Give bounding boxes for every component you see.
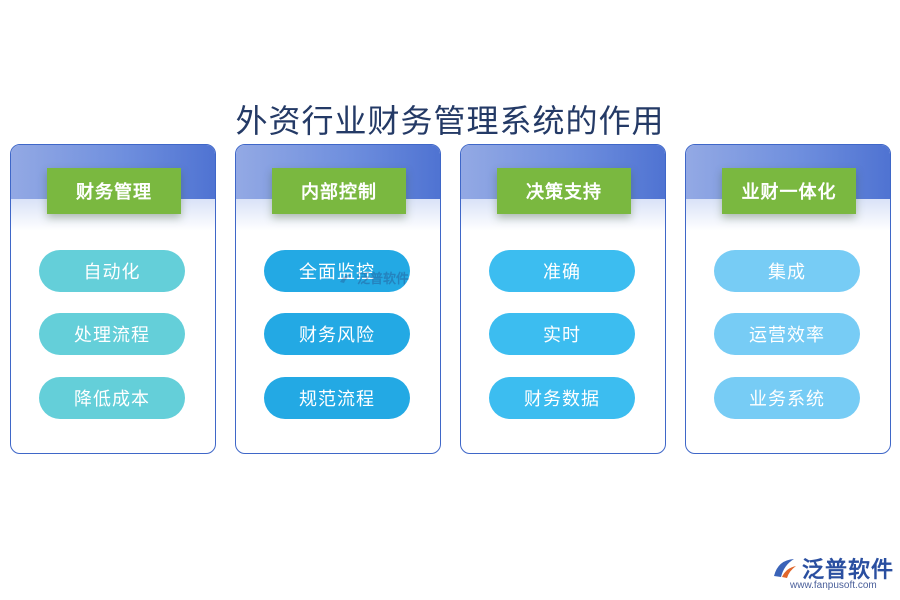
item-pill: 财务风险 bbox=[264, 313, 410, 355]
page-title: 外资行业财务管理系统的作用 bbox=[235, 102, 665, 140]
watermark: 泛普软件 bbox=[338, 268, 409, 287]
item-pill: 运营效率 bbox=[714, 313, 860, 355]
item-pill: 处理流程 bbox=[39, 313, 185, 355]
item-pill: 全面监控 bbox=[264, 250, 410, 292]
card-business-finance-integration: 业财一体化 集成 运营效率 业务系统 bbox=[685, 144, 891, 454]
item-pill: 准确 bbox=[489, 250, 635, 292]
item-pill: 自动化 bbox=[39, 250, 185, 292]
card-finance-management: 财务管理 自动化 处理流程 降低成本 bbox=[10, 144, 216, 454]
card-decision-support: 决策支持 准确 实时 财务数据 bbox=[460, 144, 666, 454]
item-pill: 降低成本 bbox=[39, 377, 185, 419]
brand-url: www.fanpusoft.com bbox=[790, 580, 877, 591]
item-pill: 实时 bbox=[489, 313, 635, 355]
item-pill: 财务数据 bbox=[489, 377, 635, 419]
card-header: 内部控制 bbox=[272, 168, 406, 214]
brand-logo-icon bbox=[774, 559, 796, 578]
item-pill: 规范流程 bbox=[264, 377, 410, 419]
card-header: 财务管理 bbox=[47, 168, 181, 214]
brand-logo: 泛普软件 bbox=[772, 552, 894, 584]
card-header: 业财一体化 bbox=[722, 168, 856, 214]
item-pill: 业务系统 bbox=[714, 377, 860, 419]
item-pill: 集成 bbox=[714, 250, 860, 292]
card-internal-control: 内部控制 全面监控 财务风险 规范流程 bbox=[235, 144, 441, 454]
watermark-logo-icon bbox=[340, 274, 352, 283]
brand-name: 泛普软件 bbox=[802, 558, 895, 583]
card-header: 决策支持 bbox=[497, 168, 631, 214]
watermark-text: 泛普软件 bbox=[357, 272, 410, 287]
